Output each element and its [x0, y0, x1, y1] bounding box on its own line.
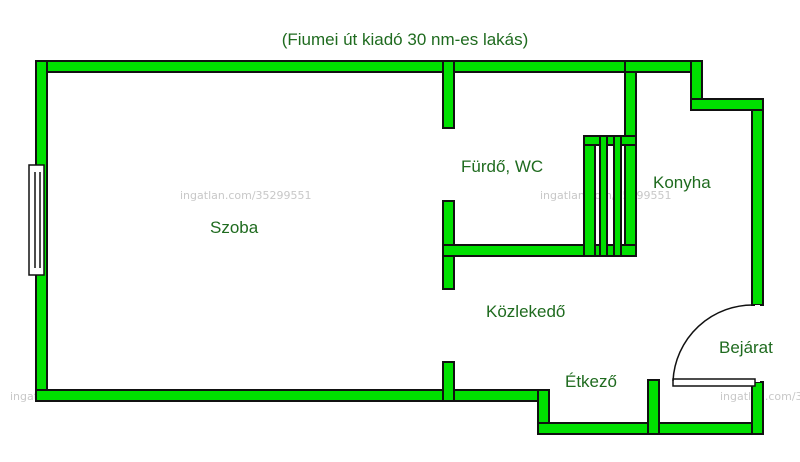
watermarks: ingatlan.com/35299551 ingatlan.com/35299… — [10, 189, 800, 403]
door-leaf — [672, 378, 756, 387]
wall-top — [35, 60, 637, 73]
room-labels: Szoba Fürdő, WC Konyha Közlekedő Étkező … — [210, 157, 773, 391]
wall-step-horizontal — [690, 98, 764, 111]
tray-top — [583, 135, 637, 146]
shower-tray — [583, 135, 637, 257]
wall-bathroom-bottom — [442, 244, 637, 257]
window-frame — [28, 164, 45, 276]
interior-walls — [442, 60, 637, 402]
room-label-furdo: Fürdő, WC — [461, 157, 543, 176]
door-swing-arc — [672, 304, 756, 382]
wall-right-lower — [751, 381, 764, 435]
entrance-door — [672, 304, 760, 387]
outer-walls — [35, 60, 764, 435]
wall-kitchen-left — [624, 60, 637, 257]
wall-room-divider-bottom — [442, 361, 455, 402]
tray-stripe — [583, 135, 596, 257]
wall-bottom-left — [35, 389, 550, 402]
plan-title: (Fiumei út kiadó 30 nm-es lakás) — [282, 30, 529, 49]
door-opening — [755, 305, 760, 382]
wall-right-upper — [751, 109, 764, 306]
room-label-bejarat: Bejárat — [719, 338, 773, 357]
watermark-text: ingatlan.com/35299551 — [180, 189, 312, 202]
tray-stripe — [613, 135, 622, 257]
room-label-szoba: Szoba — [210, 218, 259, 237]
tray-stripe — [599, 135, 608, 257]
window — [28, 164, 45, 276]
wall-alcove-divider — [647, 379, 660, 435]
room-label-konyha: Konyha — [653, 173, 711, 192]
room-label-etkezo: Étkező — [565, 372, 617, 391]
wall-room-divider-top — [442, 60, 455, 129]
room-label-kozlekedo: Közlekedő — [486, 302, 565, 321]
